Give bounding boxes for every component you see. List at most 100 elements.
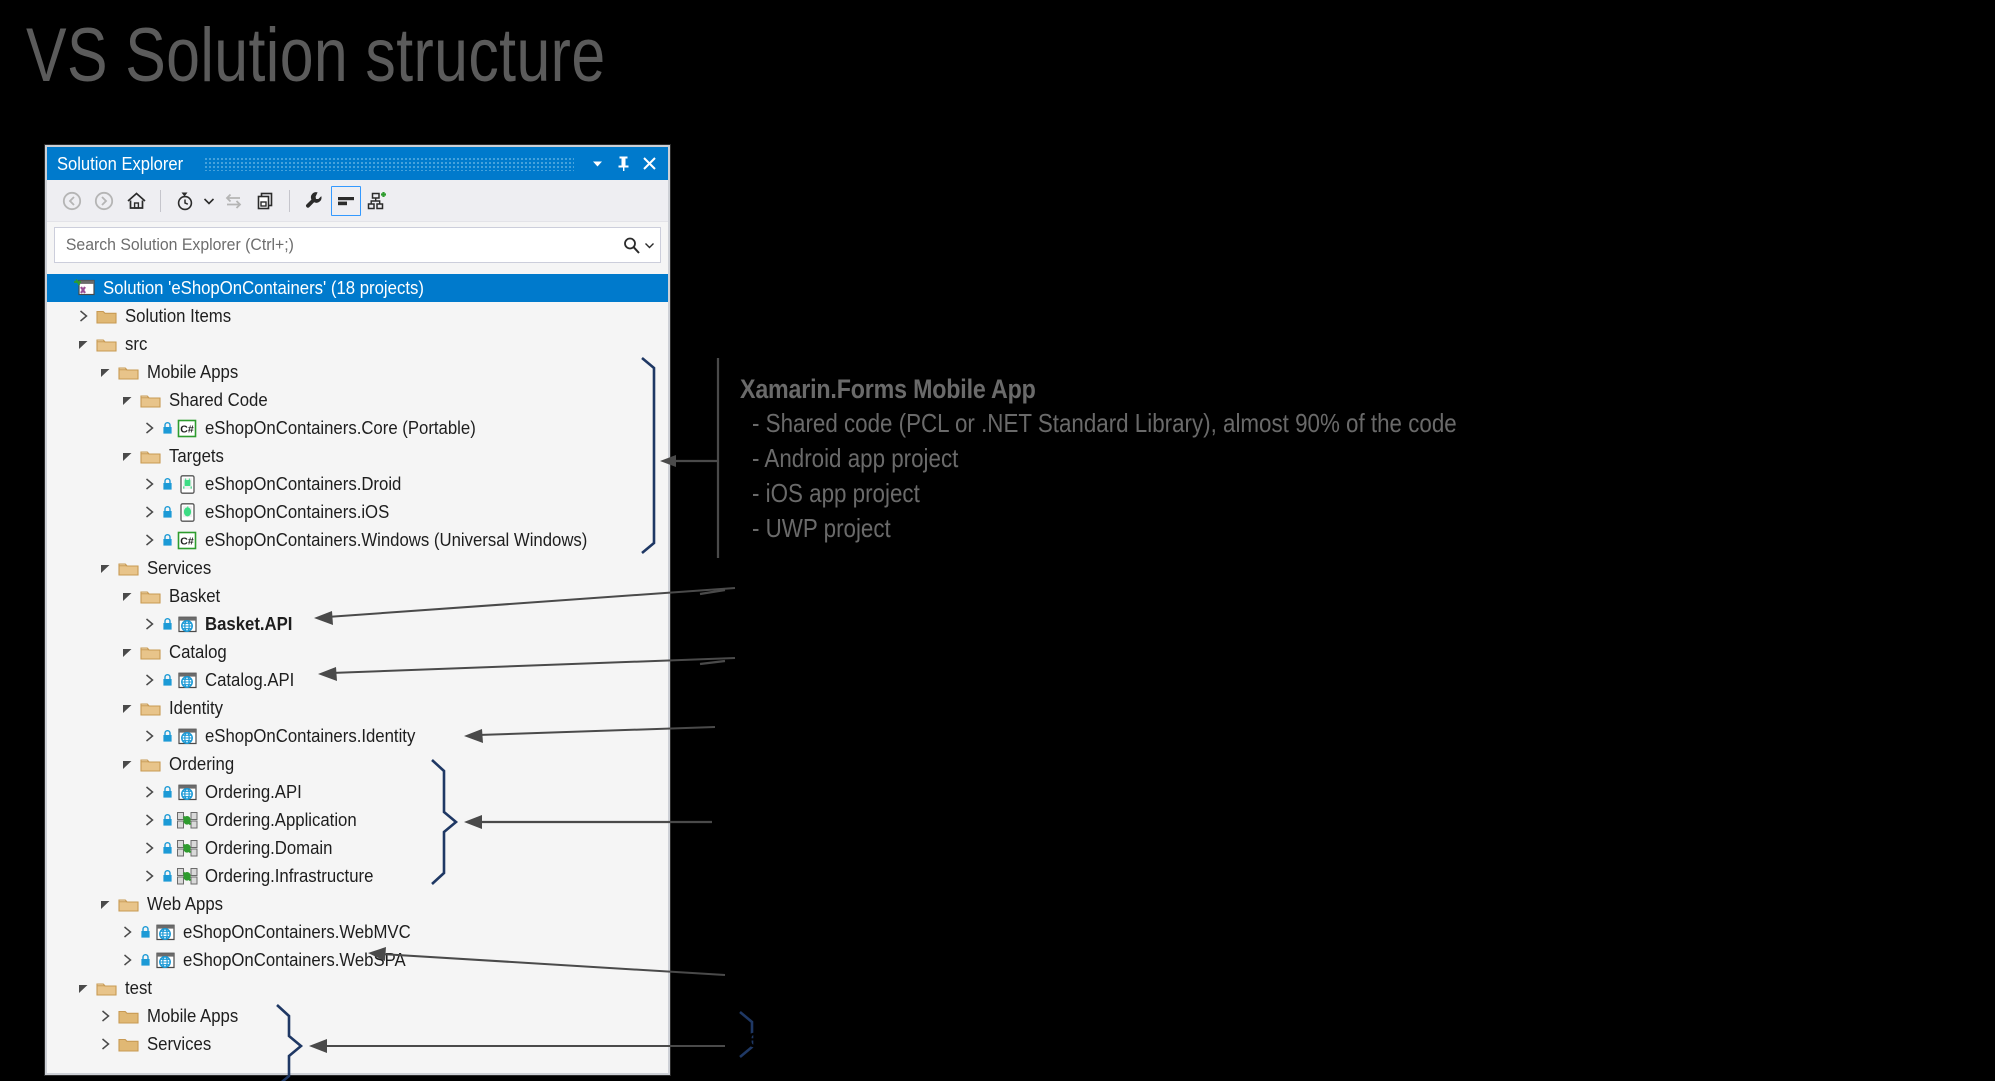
tree-item-services[interactable]: Services: [47, 554, 668, 582]
tree-item-solution-eshoponcontainers-18-projects[interactable]: Solution 'eShopOnContainers' (18 project…: [47, 274, 668, 302]
folder-closed-icon: [117, 1034, 141, 1054]
tree-item-eshoponcontainers-droid[interactable]: eShopOnContainers.Droid: [47, 470, 668, 498]
tree-item-label: Mobile Apps: [147, 1006, 239, 1026]
chevron-right-icon[interactable]: [139, 498, 161, 526]
class-diagram-icon[interactable]: [363, 186, 393, 216]
tree-item-ordering[interactable]: Ordering: [47, 750, 668, 778]
tree-item-identity[interactable]: Identity: [47, 694, 668, 722]
chevron-down-icon[interactable]: [73, 974, 95, 1002]
chevron-down-icon[interactable]: [202, 186, 216, 216]
chevron-right-icon[interactable]: [139, 806, 161, 834]
tree-item-eshoponcontainers-ios[interactable]: eShopOnContainers.iOS: [47, 498, 668, 526]
chevron-right-icon[interactable]: [139, 778, 161, 806]
chevron-down-icon[interactable]: [117, 638, 139, 666]
annotation-web-spa-bold: Web SPA: [740, 973, 840, 1003]
tree-item-catalog-api[interactable]: Catalog.API: [47, 666, 668, 694]
search-input[interactable]: [64, 234, 583, 256]
csharp-project-icon: C#: [175, 418, 199, 438]
tree-item-eshoponcontainers-core-portable[interactable]: C#eShopOnContainers.Core (Portable): [47, 414, 668, 442]
folder-open-icon: [139, 642, 163, 662]
search-icon[interactable]: [622, 236, 641, 255]
tree-item-eshoponcontainers-webspa[interactable]: eShopOnContainers.WebSPA: [47, 946, 668, 974]
chevron-right-icon[interactable]: [139, 666, 161, 694]
tree-item-label: eShopOnContainers.Droid: [205, 474, 402, 494]
chevron-down-icon[interactable]: [73, 330, 95, 358]
lock-icon: [161, 869, 174, 883]
ios-project-icon: [175, 502, 199, 522]
tree-item-basket[interactable]: Basket: [47, 582, 668, 610]
solution-explorer-titlebar: Solution Explorer: [47, 147, 668, 180]
tree-item-eshoponcontainers-webmvc[interactable]: eShopOnContainers.WebMVC: [47, 918, 668, 946]
chevron-right-icon[interactable]: [95, 1030, 117, 1058]
chevron-right-icon[interactable]: [139, 722, 161, 750]
tree-item-targets[interactable]: Targets: [47, 442, 668, 470]
tree-item-ordering-domain[interactable]: Ordering.Domain: [47, 834, 668, 862]
clock-filter-icon[interactable]: [170, 186, 200, 216]
lock-icon: [161, 421, 174, 435]
tree-item-eshoponcontainers-windows-universal-windows[interactable]: C#eShopOnContainers.Windows (Universal W…: [47, 526, 668, 554]
dropdown-icon[interactable]: [584, 151, 610, 177]
chevron-right-icon[interactable]: [117, 918, 139, 946]
annotation-test-projects-bold: Test Projects: [735, 1023, 877, 1053]
solution-tree[interactable]: Solution 'eShopOnContainers' (18 project…: [47, 272, 668, 1069]
chevron-right-icon[interactable]: [139, 526, 161, 554]
chevron-down-icon[interactable]: [95, 554, 117, 582]
chevron-down-icon[interactable]: [117, 582, 139, 610]
chevron-down-icon[interactable]: [117, 750, 139, 778]
annotation-web-mvc-mid: application: [869, 890, 977, 920]
tree-item-label: Web Apps: [147, 894, 224, 914]
annotation-xamarin-bullet-0: - Shared code (PCL or .NET Standard Libr…: [752, 408, 1457, 438]
folder-closed-icon: [117, 1006, 141, 1026]
tree-item-label: test: [125, 978, 152, 998]
tree-item-label: Ordering.API: [205, 782, 302, 802]
chevron-down-icon[interactable]: [117, 386, 139, 414]
sync-arrows-icon[interactable]: [218, 186, 248, 216]
back-button[interactable]: [57, 186, 87, 216]
web-project-icon: [175, 614, 199, 634]
tree-item-label: eShopOnContainers.Windows (Universal Win…: [205, 530, 588, 550]
tree-item-label: eShopOnContainers.Identity: [205, 726, 416, 746]
chevron-right-icon[interactable]: [139, 414, 161, 442]
svg-text:C#: C#: [180, 423, 194, 435]
annotation-identity-mid: microservice/container: [834, 715, 1059, 745]
home-button[interactable]: [121, 186, 151, 216]
chevron-right-icon[interactable]: [139, 610, 161, 638]
tree-item-src[interactable]: src: [47, 330, 668, 358]
chevron-right-icon[interactable]: [139, 834, 161, 862]
pin-icon[interactable]: [610, 151, 636, 177]
tree-item-ordering-infrastructure[interactable]: Ordering.Infrastructure: [47, 862, 668, 890]
tree-item-ordering-application[interactable]: Ordering.Application: [47, 806, 668, 834]
tree-item-ordering-api[interactable]: Ordering.API: [47, 778, 668, 806]
chevron-right-icon[interactable]: [139, 470, 161, 498]
tree-item-catalog[interactable]: Catalog: [47, 638, 668, 666]
tree-item-web-apps[interactable]: Web Apps: [47, 890, 668, 918]
wrench-icon[interactable]: [299, 186, 329, 216]
tree-item-eshoponcontainers-identity[interactable]: eShopOnContainers.Identity: [47, 722, 668, 750]
search-box[interactable]: [54, 227, 661, 263]
chevron-down-icon[interactable]: [117, 442, 139, 470]
tree-item-mobile-apps[interactable]: Mobile Apps: [47, 358, 668, 386]
chevron-right-icon[interactable]: [139, 862, 161, 890]
tree-item-label: Basket: [169, 586, 221, 606]
chevron-down-icon[interactable]: [117, 694, 139, 722]
chevron-right-icon[interactable]: [117, 946, 139, 974]
chevron-down-icon[interactable]: [95, 890, 117, 918]
search-dropdown-icon[interactable]: [645, 242, 654, 249]
chevron-right-icon[interactable]: [73, 302, 95, 330]
preview-pane-icon[interactable]: [331, 185, 361, 216]
show-all-files-icon[interactable]: [250, 186, 280, 216]
tree-item-shared-code[interactable]: Shared Code: [47, 386, 668, 414]
chevron-down-icon[interactable]: [95, 358, 117, 386]
forward-button[interactable]: [89, 186, 119, 216]
lock-icon: [161, 477, 174, 491]
tree-item-services[interactable]: Services: [47, 1030, 668, 1058]
close-icon[interactable]: [636, 151, 662, 177]
tree-item-mobile-apps[interactable]: Mobile Apps: [47, 1002, 668, 1030]
tree-item-basket-api[interactable]: Basket.API: [47, 610, 668, 638]
folder-open-icon: [139, 390, 163, 410]
lock-icon: [161, 617, 174, 631]
tree-item-label: Ordering.Domain: [205, 838, 333, 858]
tree-item-solution-items[interactable]: Solution Items: [47, 302, 668, 330]
tree-item-test[interactable]: test: [47, 974, 668, 1002]
chevron-right-icon[interactable]: [95, 1002, 117, 1030]
